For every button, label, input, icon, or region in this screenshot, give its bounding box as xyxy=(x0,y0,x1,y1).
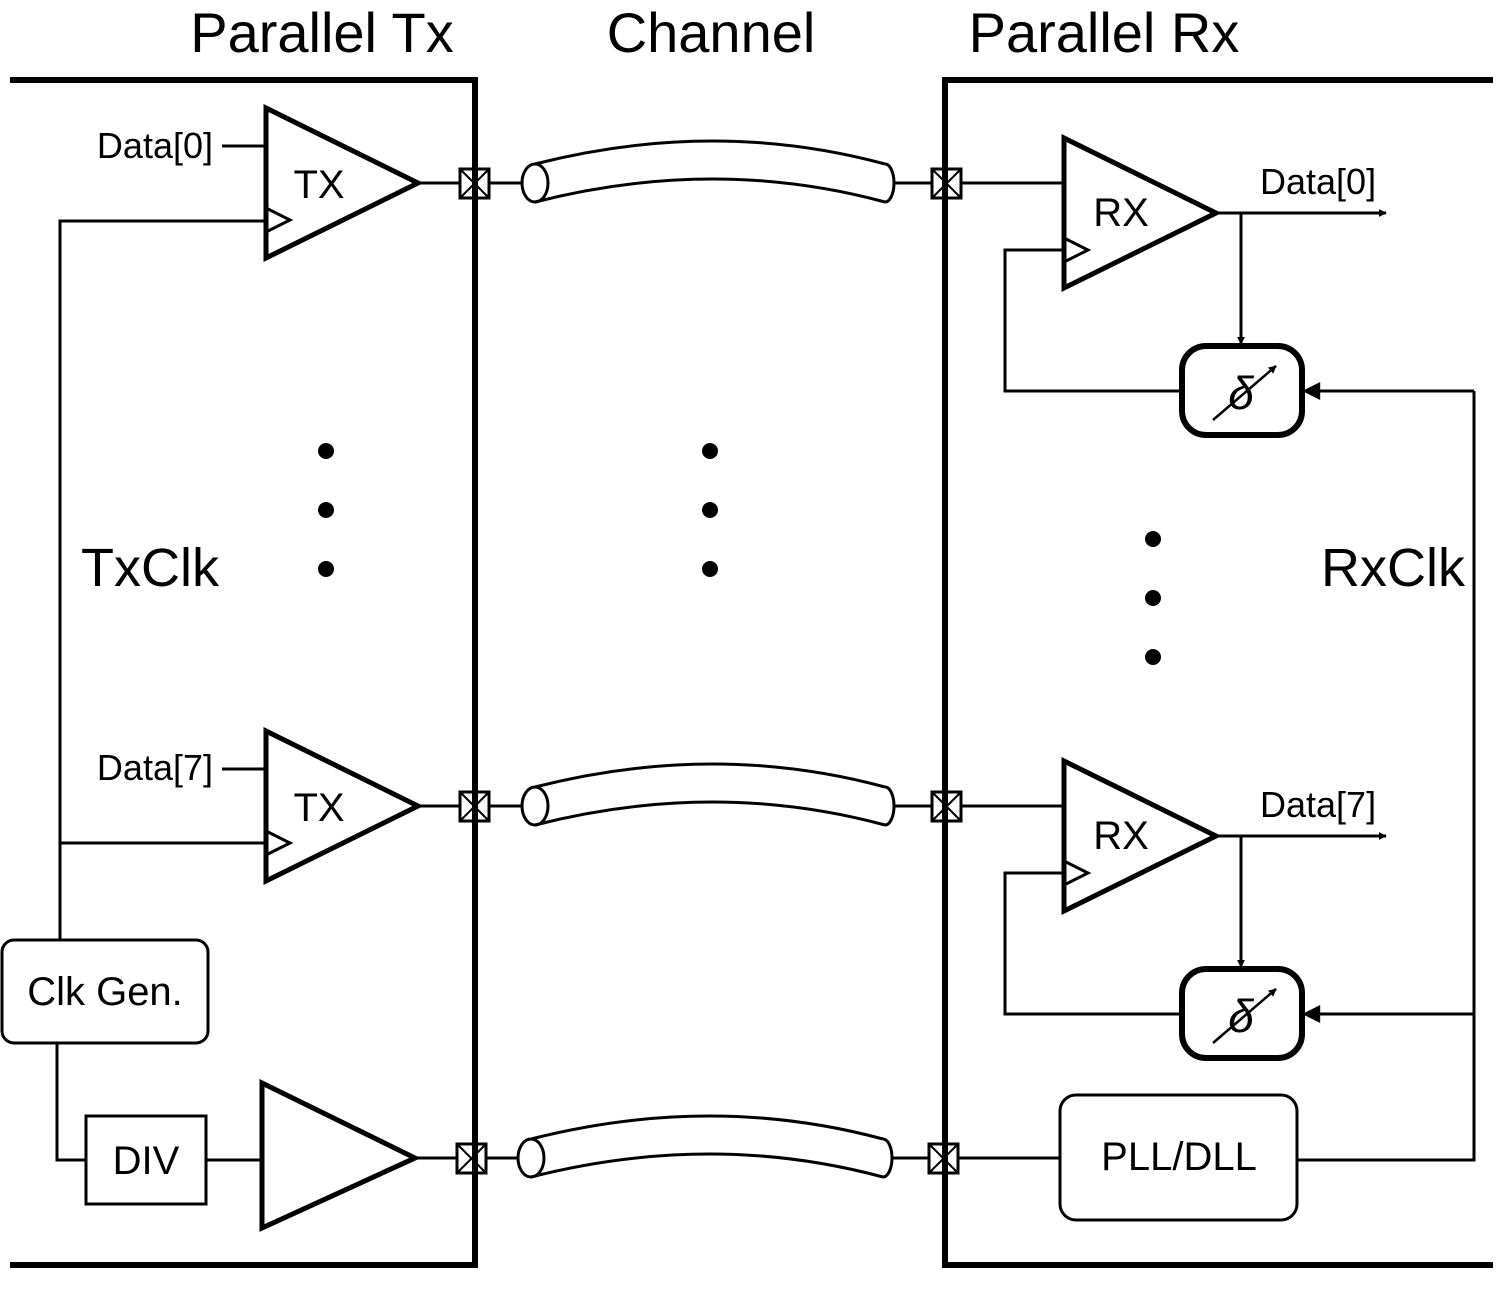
delay-element-bottom: δ xyxy=(1179,966,1305,1061)
txclk-wire xyxy=(58,219,266,940)
tx-data-0-label: Data[0] xyxy=(97,125,213,166)
tx-pad-clock xyxy=(455,1142,488,1175)
tx-data-7-label: Data[7] xyxy=(97,747,213,788)
rx-top-clock-feedback-wire xyxy=(1003,248,1182,393)
delay-bottom-symbol: δ xyxy=(1228,990,1254,1042)
rx-receiver-top: RX xyxy=(1061,133,1222,293)
channel-continuation-dots xyxy=(702,443,718,577)
channel-header: Channel xyxy=(607,1,816,64)
clock-generator-block xyxy=(0,938,210,1045)
transmission-line-lane-0 xyxy=(520,139,896,204)
delay-bottom-adjust-arrow xyxy=(1212,988,1277,1044)
rx-data-0-label: Data[0] xyxy=(1260,161,1376,202)
transmission-line-clock xyxy=(516,1114,894,1179)
rx-receiver-bottom: RX xyxy=(1061,756,1222,916)
rx-block-border xyxy=(942,77,1493,1268)
rx-receiver-top-label: RX xyxy=(1093,191,1149,235)
tx-driver-bottom-label: TX xyxy=(293,786,344,830)
clock-generator-label: Clk Gen. xyxy=(27,970,183,1014)
txclk-label: TxClk xyxy=(81,538,220,598)
rx-bottom-clock-feedback-wire xyxy=(1003,871,1182,1016)
rxclk-wire xyxy=(1297,391,1476,1162)
delay-top-symbol: δ xyxy=(1228,367,1254,419)
rx-receiver-bottom-label: RX xyxy=(1093,814,1149,858)
tx-clock-driver xyxy=(259,1078,421,1232)
tx-block-border xyxy=(10,77,478,1268)
div-input-wire xyxy=(55,1043,86,1162)
tx-driver-bottom: TX xyxy=(263,726,424,886)
delay-element-top: δ xyxy=(1179,343,1305,438)
delay-top-adjust-arrow xyxy=(1212,365,1277,421)
rxclk-label: RxClk xyxy=(1321,538,1466,598)
rx-continuation-dots xyxy=(1145,531,1161,665)
pll-dll-block xyxy=(1058,1093,1299,1222)
tx-driver-top-label: TX xyxy=(293,163,344,207)
pll-dll-label: PLL/DLL xyxy=(1101,1135,1257,1179)
rx-data-7-label: Data[7] xyxy=(1260,784,1376,825)
tx-continuation-dots xyxy=(318,443,334,577)
rx-header: Parallel Rx xyxy=(969,1,1240,64)
tx-header: Parallel Tx xyxy=(190,1,454,64)
tx-driver-top: TX xyxy=(263,103,424,263)
divider-label: DIV xyxy=(113,1139,180,1183)
transmission-line-lane-7 xyxy=(520,762,896,827)
